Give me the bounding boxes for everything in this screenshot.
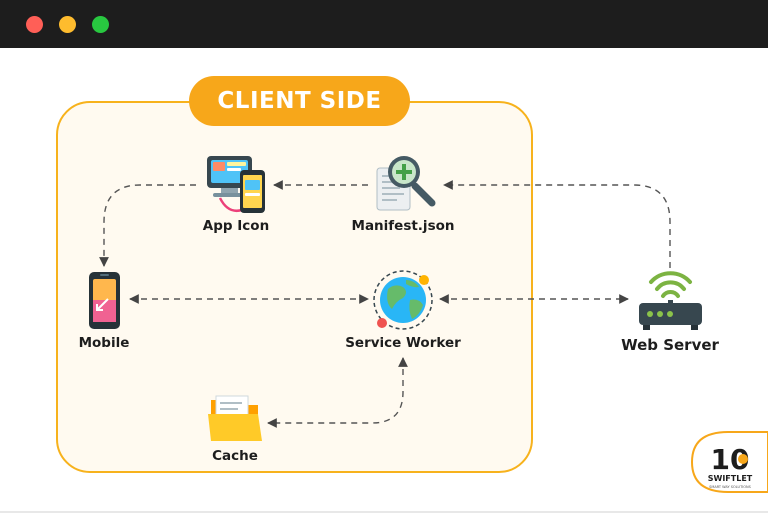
bottom-divider [0,511,768,513]
logo-tagline: SMART WAY SOLUTIONS [709,485,752,489]
service-worker-label: Service Worker [345,335,461,351]
edge-app-icon-to-mobile [99,184,196,267]
globe-icon [373,270,433,330]
edge-service-worker-cache [267,357,408,428]
mobile-phone-icon [89,272,120,329]
maximize-window-button[interactable] [92,16,109,33]
logo-brand-name: SWIFTLET [708,474,753,483]
router-wifi-icon [639,271,702,330]
client-side-label: CLIENT SIDE [189,76,410,126]
app-icon-label: App Icon [202,218,270,234]
app-icon-devices-icon [207,156,265,213]
edge-web-server-to-manifest [443,180,671,268]
folder-icon [208,395,262,441]
swiftlet-logo: 10 SWIFTLET SMART WAY SOLUTIONS [690,431,768,493]
window-titlebar [0,0,768,48]
minimize-window-button[interactable] [59,16,76,33]
close-window-button[interactable] [26,16,43,33]
cache-label: Cache [212,448,258,464]
mobile-label: Mobile [78,335,130,351]
manifest-label: Manifest.json [351,218,455,234]
web-server-label: Web Server [621,336,719,354]
manifest-search-icon [376,156,436,211]
